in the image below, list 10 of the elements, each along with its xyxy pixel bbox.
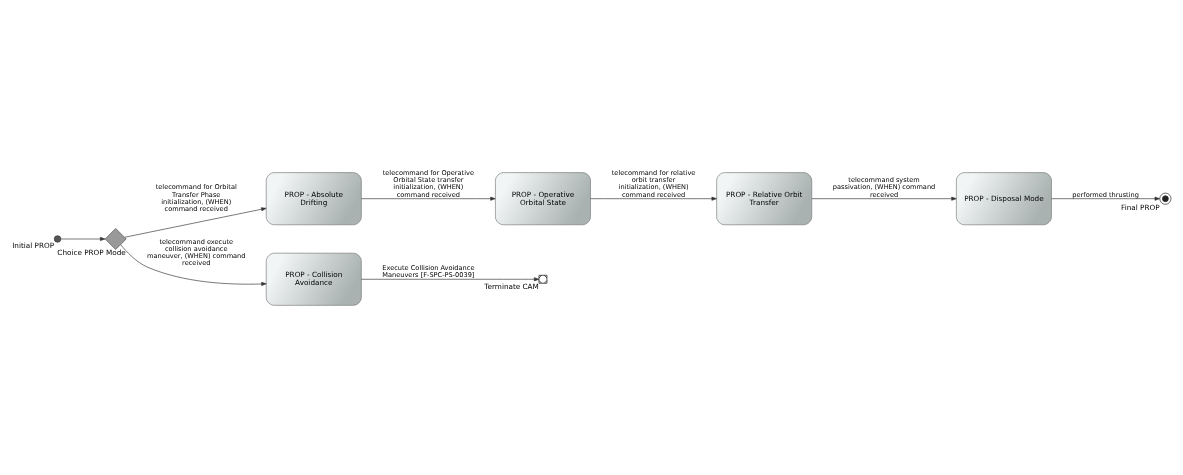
node-circle	[53, 235, 62, 243]
arrow	[590, 196, 717, 201]
arrow	[361, 277, 540, 282]
arrow	[1051, 196, 1160, 201]
arrow	[120, 244, 267, 286]
node-diamond	[104, 228, 127, 250]
arrow	[361, 196, 496, 201]
arrow	[124, 207, 267, 238]
arrow	[811, 196, 957, 201]
arrow	[60, 237, 106, 241]
